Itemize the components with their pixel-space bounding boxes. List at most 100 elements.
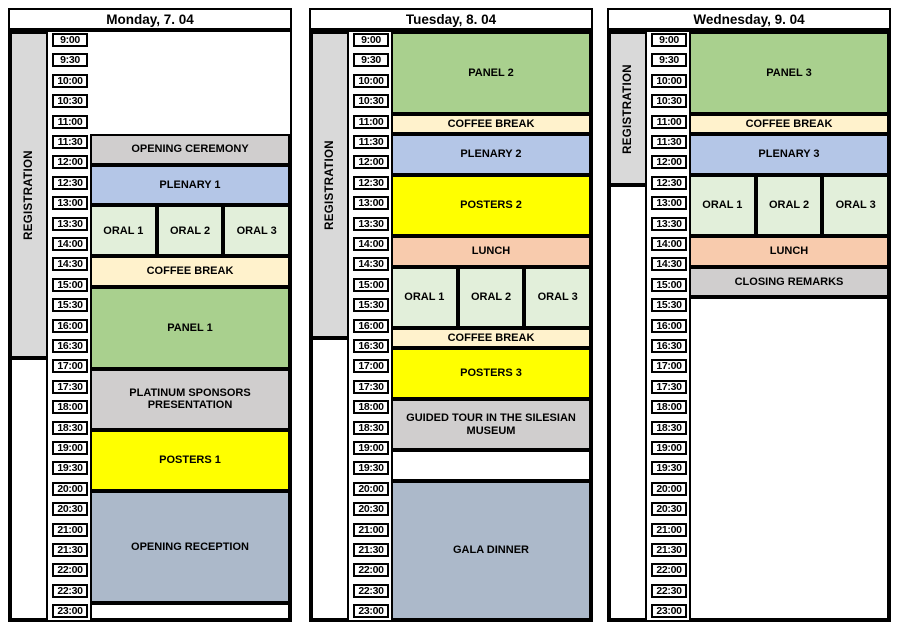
time-label-18-00: 18:00 xyxy=(52,400,88,415)
time-label-17-00: 17:00 xyxy=(353,359,389,374)
day-header-monday: Monday, 7. 04 xyxy=(8,8,292,30)
time-label-16-30: 16:30 xyxy=(52,339,88,353)
time-label-18-30: 18:30 xyxy=(52,420,88,435)
time-label-21-00: 21:00 xyxy=(52,522,88,537)
event-label: LUNCH xyxy=(769,245,809,258)
time-label-19-30: 19:30 xyxy=(52,461,88,476)
event-lunch: LUNCH xyxy=(391,236,591,267)
event-label: PANEL 2 xyxy=(468,66,514,79)
event-label: POSTERS 1 xyxy=(159,454,221,467)
event-label: OPENING RECEPTION xyxy=(131,540,249,553)
time-label-12-00: 12:00 xyxy=(651,155,687,170)
time-label-18-30: 18:30 xyxy=(353,420,389,435)
registration-label: REGISTRATION xyxy=(324,140,337,230)
event-guided-tour-in-the-silesian-museum: GUIDED TOUR IN THE SILESIAN MUSEUM xyxy=(391,399,591,451)
time-label-14-00: 14:00 xyxy=(52,237,88,251)
time-label-22-00: 22:00 xyxy=(52,563,88,578)
event-label: ORAL 1 xyxy=(702,199,743,212)
registration-bar: REGISTRATION xyxy=(609,32,647,185)
time-label-20-00: 20:00 xyxy=(651,481,687,496)
event-plenary-3: PLENARY 3 xyxy=(689,134,889,175)
event-label: OPENING CEREMONY xyxy=(131,143,249,156)
registration-label: REGISTRATION xyxy=(622,63,635,154)
time-label-16-30: 16:30 xyxy=(353,339,389,353)
event-label: PANEL 1 xyxy=(167,321,213,334)
time-label-15-30: 15:30 xyxy=(651,298,687,313)
event-plenary-1: PLENARY 1 xyxy=(90,164,290,206)
time-label-13-30: 13:30 xyxy=(52,216,88,231)
time-label-11-30: 11:30 xyxy=(651,135,687,149)
time-label-12-30: 12:30 xyxy=(52,175,88,190)
event-posters-2: POSTERS 2 xyxy=(391,174,591,236)
event-label: ORAL 2 xyxy=(470,290,512,303)
event-posters-3: POSTERS 3 xyxy=(391,348,591,400)
event-label: PLENARY 3 xyxy=(758,148,820,161)
event-oral-1: ORAL 1 xyxy=(689,174,756,236)
time-label-14-00: 14:00 xyxy=(651,237,687,251)
time-label-19-30: 19:30 xyxy=(353,461,389,476)
time-label-14-00: 14:00 xyxy=(353,237,389,251)
time-label-14-30: 14:30 xyxy=(52,257,88,272)
event-label: ORAL 3 xyxy=(835,199,876,212)
event-panel-3: PANEL 3 xyxy=(689,32,889,114)
time-label-15-30: 15:30 xyxy=(353,298,389,313)
time-label-10-00: 10:00 xyxy=(353,73,389,88)
event-coffee-break: COFFEE BREAK xyxy=(90,256,290,287)
time-label-21-30: 21:30 xyxy=(52,543,88,557)
event-panel-2: PANEL 2 xyxy=(391,32,591,114)
time-label-20-30: 20:30 xyxy=(52,502,88,517)
time-label-13-00: 13:00 xyxy=(52,196,88,211)
time-label-12-30: 12:30 xyxy=(353,175,389,190)
event-label: COFFEE BREAK xyxy=(146,265,234,278)
time-label-11-00: 11:00 xyxy=(651,114,687,129)
time-label-18-00: 18:00 xyxy=(651,400,687,415)
time-label-17-30: 17:30 xyxy=(52,379,88,394)
event-label: ORAL 2 xyxy=(169,224,211,237)
time-label-18-00: 18:00 xyxy=(353,400,389,415)
event-label: COFFEE BREAK xyxy=(745,117,833,130)
time-label-14-30: 14:30 xyxy=(651,257,687,272)
event-coffee-break: COFFEE BREAK xyxy=(391,327,591,349)
time-label-17-30: 17:30 xyxy=(353,379,389,394)
time-label-20-30: 20:30 xyxy=(353,502,389,517)
time-label-13-30: 13:30 xyxy=(353,216,389,231)
event-oral-1: ORAL 1 xyxy=(90,205,157,257)
time-label-15-00: 15:00 xyxy=(651,277,687,292)
time-label-10-30: 10:30 xyxy=(651,94,687,109)
time-label-9-30: 9:30 xyxy=(651,53,687,68)
time-label-23-00: 23:00 xyxy=(52,604,88,619)
event-label: PANEL 3 xyxy=(766,66,812,79)
time-label-16-00: 16:00 xyxy=(353,318,389,333)
event-label: CLOSING REMARKS xyxy=(734,275,844,288)
time-label-14-30: 14:30 xyxy=(353,257,389,272)
time-label-10-00: 10:00 xyxy=(651,73,687,88)
time-label-22-30: 22:30 xyxy=(52,583,88,598)
day-title: Monday, 7. 04 xyxy=(106,11,194,27)
event-label: ORAL 2 xyxy=(768,199,810,212)
day-header-tuesday: Tuesday, 8. 04 xyxy=(309,8,593,30)
time-label-20-30: 20:30 xyxy=(651,502,687,517)
event-label: POSTERS 2 xyxy=(460,199,522,212)
time-label-9-30: 9:30 xyxy=(52,53,88,68)
time-label-17-30: 17:30 xyxy=(651,379,687,394)
time-label-13-00: 13:00 xyxy=(353,196,389,211)
registration-empty-box xyxy=(311,338,349,620)
time-label-9-00: 9:00 xyxy=(651,33,687,47)
time-label-16-00: 16:00 xyxy=(651,318,687,333)
time-label-22-30: 22:30 xyxy=(353,583,389,598)
event-label: ORAL 1 xyxy=(404,290,445,303)
event-label: LUNCH xyxy=(471,245,511,258)
time-label-10-30: 10:30 xyxy=(353,94,389,109)
event-posters-1: POSTERS 1 xyxy=(90,429,290,491)
time-label-11-00: 11:00 xyxy=(353,114,389,129)
time-label-20-00: 20:00 xyxy=(52,481,88,496)
event-oral-2: ORAL 2 xyxy=(755,174,823,236)
time-label-12-00: 12:00 xyxy=(353,155,389,170)
event-oral-3: ORAL 3 xyxy=(822,174,889,236)
day-title: Tuesday, 8. 04 xyxy=(405,11,497,27)
event-platinum-sponsors-presentation: PLATINUM SPONSORS PRESENTATION xyxy=(90,368,290,430)
